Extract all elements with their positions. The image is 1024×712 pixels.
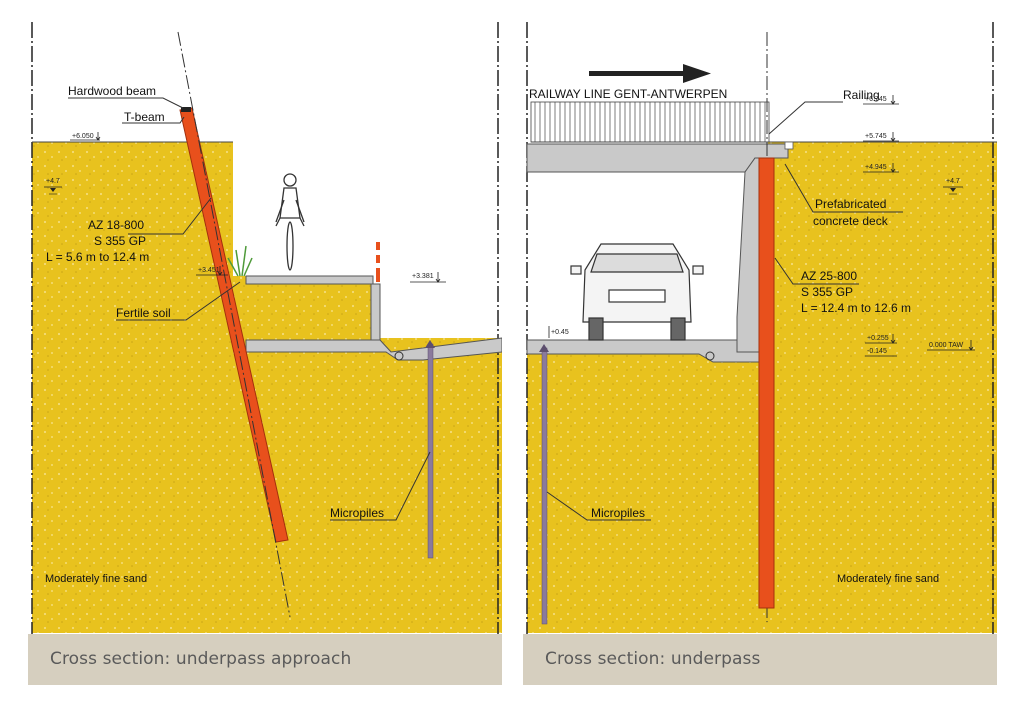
level-taw-label: 0.000 TAW bbox=[929, 342, 964, 349]
sheet-pile-label-grade: S 355 GP bbox=[94, 234, 146, 248]
level-marker-ground: +6.050 bbox=[70, 132, 101, 141]
plant-icon bbox=[227, 245, 253, 277]
deck-label-line1: Prefabricated bbox=[815, 197, 886, 211]
direction-arrow-icon bbox=[589, 64, 711, 83]
car-icon bbox=[570, 243, 704, 341]
level-slab-top-label: +0.255 bbox=[867, 335, 889, 342]
level-marker-slab-bottom: -0.145 bbox=[865, 348, 897, 357]
level-cycle-path-label: +3.451 bbox=[198, 267, 220, 274]
level-marker-water: +4.7 bbox=[44, 178, 62, 195]
micropiles-label: Micropiles bbox=[330, 506, 384, 520]
deck-label-line2: concrete deck bbox=[813, 214, 889, 228]
excavation bbox=[233, 142, 502, 338]
caption-bar: Cross section: underpass approach bbox=[28, 634, 502, 685]
level-water-label: +4.7 bbox=[46, 178, 60, 185]
level-marker-slab-top: +0.255 bbox=[865, 334, 897, 344]
level-road-label: +0.45 bbox=[551, 329, 569, 336]
level-marker-cycle-path: +3.451 bbox=[196, 266, 228, 276]
level-railing-label: +6.745 bbox=[865, 96, 887, 103]
sheet-pile-label-type: AZ 18-800 bbox=[88, 218, 144, 232]
drain-pipe bbox=[394, 351, 404, 361]
soil-type-label: Moderately fine sand bbox=[45, 573, 147, 585]
sheet-pile-label-length: L = 12.4 m to 12.6 m bbox=[801, 301, 911, 315]
level-ground-label: +6.050 bbox=[72, 133, 94, 140]
sheet-pile-label-length: L = 5.6 m to 12.4 m bbox=[46, 250, 149, 264]
hardwood-beam-label: Hardwood beam bbox=[68, 84, 156, 98]
t-beam-label: T-beam bbox=[124, 110, 165, 124]
hardwood-beam bbox=[181, 107, 191, 112]
cross-section-underpass-drawing: +6.745 +5.745 +4.945 +4.7 +0.45 +0.255 bbox=[526, 22, 997, 634]
fertile-soil-label: Fertile soil bbox=[116, 306, 171, 320]
base-slab bbox=[245, 337, 502, 361]
caption-underpass: Cross section: underpass bbox=[545, 649, 761, 669]
level-marker-deck-bottom: +4.945 bbox=[863, 163, 899, 173]
railing bbox=[530, 101, 770, 143]
cyclist-icon bbox=[275, 173, 305, 271]
level-marker-road: +3.381 bbox=[410, 272, 446, 283]
level-water-label: +4.7 bbox=[946, 178, 960, 185]
level-marker-railing: +6.745 bbox=[863, 95, 899, 105]
micropile bbox=[541, 347, 548, 625]
cycle-path-slab bbox=[245, 275, 374, 285]
caption-bar: Cross section: underpass bbox=[523, 634, 997, 685]
micropiles-label: Micropiles bbox=[591, 506, 645, 520]
level-deck-top-label: +5.745 bbox=[865, 133, 887, 140]
railing-label: Railing bbox=[843, 88, 880, 102]
caption-underpass-approach: Cross section: underpass approach bbox=[50, 649, 352, 669]
sheet-pile-az25 bbox=[758, 157, 775, 609]
level-marker-road: +0.45 bbox=[548, 326, 569, 338]
level-deck-bottom-label: +4.945 bbox=[865, 164, 887, 171]
level-marker-deck-top: +5.745 bbox=[863, 132, 899, 142]
panel-underpass-approach: +6.050 +4.7 +3.451 +3.381 Hardwood beam … bbox=[28, 22, 502, 685]
level-marker-water: +4.7 bbox=[943, 178, 963, 195]
cross-section-approach-drawing: +6.050 +4.7 +3.451 +3.381 Hardwood beam … bbox=[31, 22, 502, 634]
sheet-pile-label-grade: S 355 GP bbox=[801, 285, 853, 299]
micropile bbox=[427, 343, 434, 559]
railway-line-label: RAILWAY LINE GENT-ANTWERPEN bbox=[529, 87, 727, 101]
drain-pipe bbox=[705, 351, 715, 361]
level-marker-taw: 0.000 TAW bbox=[927, 340, 975, 351]
level-road-label: +3.381 bbox=[412, 273, 434, 280]
barrier-icon bbox=[376, 242, 380, 282]
sheet-pile-label-type: AZ 25-800 bbox=[801, 269, 857, 283]
soil-type-label: Moderately fine sand bbox=[837, 573, 939, 585]
level-slab-bottom-label: -0.145 bbox=[867, 348, 887, 355]
panel-underpass: +6.745 +5.745 +4.945 +4.7 +0.45 +0.255 bbox=[523, 22, 997, 685]
